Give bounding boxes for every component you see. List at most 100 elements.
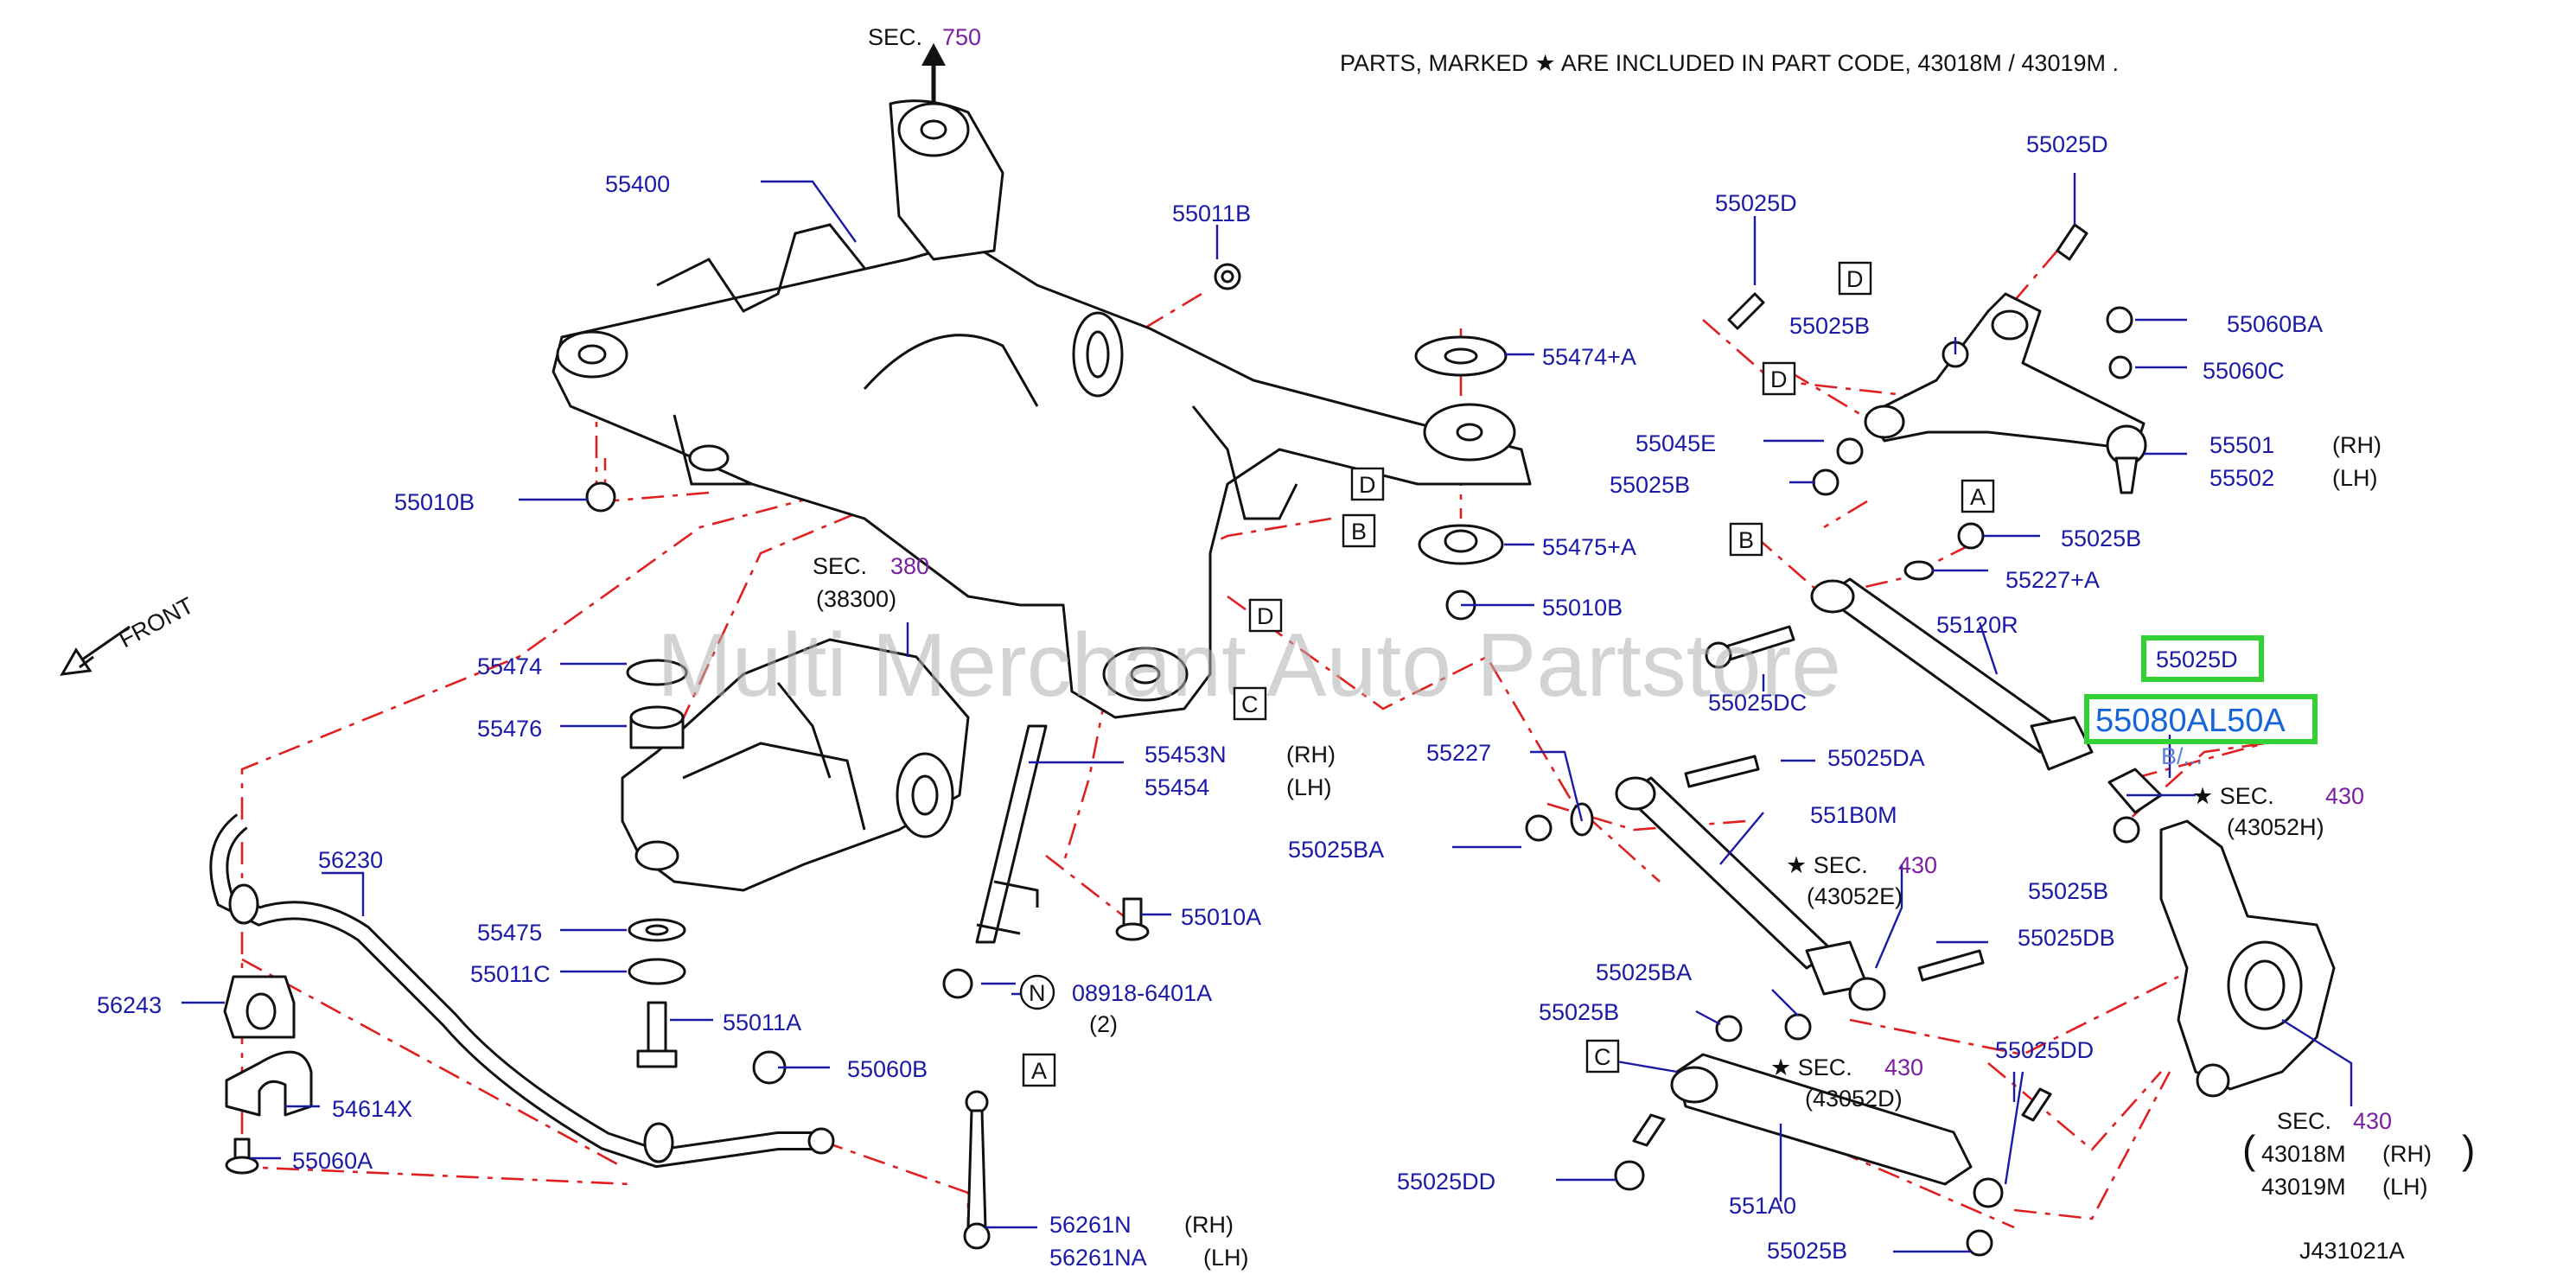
sec-750-prefix: SEC. (868, 24, 922, 50)
knuckle-right-paren: ) (2462, 1127, 2475, 1172)
part-54614X[interactable]: 54614X (332, 1096, 412, 1122)
callout-box-d-4: D (1762, 361, 1796, 396)
svg-text:55025D: 55025D (2156, 647, 2238, 672)
svg-text:D: D (1359, 472, 1376, 498)
part-55011A[interactable]: 55011A (723, 1010, 801, 1035)
callout-box-c-1: C (1233, 686, 1267, 721)
sec-430-d-number[interactable]: 430 (1884, 1054, 1923, 1080)
hardware-drawing (585, 263, 1508, 1085)
part-55227[interactable]: 55227 (1426, 740, 1491, 766)
part-55025DD-left[interactable]: 55025DD (1397, 1169, 1495, 1195)
sec-750-number[interactable]: 750 (942, 24, 981, 50)
part-55025BA-right[interactable]: 55025BA (1596, 959, 1692, 985)
highlight-under-text: B/... (2161, 743, 2203, 769)
sec-430-h-sub: (43052H) (2227, 814, 2324, 840)
part-55120R[interactable]: 55120R (1936, 612, 2018, 638)
part-55025DD-right[interactable]: 55025DD (1995, 1037, 2094, 1063)
part-55025B-bottom-left[interactable]: 55025B (1539, 999, 1619, 1025)
highlight-55080AL50A[interactable]: 55080AL50A (2084, 694, 2318, 744)
link-rod-drawing (975, 724, 1048, 944)
part-55025DC[interactable]: 55025DC (1708, 690, 1807, 716)
part-55025B-mid[interactable]: 55025B (1610, 472, 1690, 498)
part-55010B-right[interactable]: 55010B (1542, 595, 1623, 621)
part-56261N[interactable]: 56261N (1049, 1212, 1132, 1238)
sec-430-e-prefix: ★ SEC. (1786, 852, 1868, 878)
rh-label-55501: (RH) (2332, 432, 2382, 458)
part-55502[interactable]: 55502 (2209, 465, 2274, 491)
part-55025DA[interactable]: 55025DA (1827, 745, 1925, 771)
part-55025DB[interactable]: 55025DB (2018, 925, 2115, 951)
part-55060C[interactable]: 55060C (2203, 358, 2285, 384)
differential-drawing (621, 638, 970, 892)
part-08918-6401A[interactable]: 08918-6401A (1072, 980, 1212, 1006)
sec-380-number[interactable]: 380 (890, 553, 929, 579)
knuckle-lh-code: 43019M (2261, 1174, 2346, 1200)
part-55045E[interactable]: 55045E (1636, 430, 1716, 456)
part-55060BA[interactable]: 55060BA (2227, 311, 2323, 337)
header-note: PARTS, MARKED ★ ARE INCLUDED IN PART COD… (1340, 50, 2119, 76)
subframe-55400-drawing (552, 99, 1532, 719)
part-55501[interactable]: 55501 (2209, 432, 2274, 458)
callout-box-d-1: D (1350, 467, 1385, 501)
part-55025B-bottom[interactable]: 55025B (1767, 1238, 1847, 1264)
part-55010B-left[interactable]: 55010B (394, 489, 475, 515)
upper-arm-drawing (1727, 223, 2147, 496)
highlight-55025D[interactable]: 55025D (2141, 635, 2264, 682)
sec-380-prefix: SEC. (813, 553, 867, 579)
sec-430-knuckle-prefix: SEC. (2277, 1108, 2331, 1134)
svg-text:D: D (1257, 603, 1274, 629)
part-56243[interactable]: 56243 (97, 992, 162, 1018)
part-55476[interactable]: 55476 (477, 716, 542, 742)
part-08918-qty: (2) (1089, 1011, 1118, 1037)
sec-430-e-number[interactable]: 430 (1898, 852, 1937, 878)
lh-label-56261NA: (LH) (1203, 1245, 1249, 1271)
part-55011B[interactable]: 55011B (1172, 201, 1251, 226)
part-55011C[interactable]: 55011C (470, 961, 551, 987)
sec-750-arrow (921, 43, 946, 104)
part-551B0M[interactable]: 551B0M (1810, 802, 1897, 828)
part-55227-plus-a[interactable]: 55227+A (2005, 567, 2100, 593)
callout-box-d-2: D (1248, 598, 1283, 633)
part-55010A[interactable]: 55010A (1181, 904, 1261, 930)
part-55400[interactable]: 55400 (605, 171, 670, 197)
sec-430-d-prefix: ★ SEC. (1770, 1054, 1852, 1080)
stabilizer-bar-drawing (209, 813, 835, 1169)
part-55025D-left[interactable]: 55025D (1715, 190, 1797, 216)
rh-label-55453N: (RH) (1286, 742, 1336, 768)
part-56261NA[interactable]: 56261NA (1049, 1245, 1147, 1271)
sec-430-h-number[interactable]: 430 (2325, 783, 2364, 809)
front-arrow (60, 625, 131, 676)
part-55474[interactable]: 55474 (477, 653, 542, 679)
lh-label-55502: (LH) (2332, 465, 2378, 491)
part-55454[interactable]: 55454 (1145, 774, 1209, 800)
svg-text:B: B (1351, 519, 1367, 545)
part-55025D-top[interactable]: 55025D (2026, 131, 2108, 157)
sec-380-sub: (38300) (816, 586, 896, 612)
knuckle-rh: (RH) (2382, 1141, 2432, 1167)
front-label: FRONT (115, 592, 198, 653)
part-55475-plus-a[interactable]: 55475+A (1542, 534, 1636, 560)
leader-lines (182, 173, 2353, 1253)
part-56230[interactable]: 56230 (318, 847, 383, 873)
part-551A0[interactable]: 551A0 (1729, 1193, 1796, 1219)
part-55025BA-left[interactable]: 55025BA (1288, 837, 1384, 863)
part-55060B[interactable]: 55060B (847, 1056, 928, 1082)
part-55474-plus-a[interactable]: 55474+A (1542, 344, 1636, 370)
part-55025B-lower[interactable]: 55025B (2028, 878, 2108, 904)
callout-box-a-2: A (1022, 1053, 1056, 1087)
sec-430-e-sub: (43052E) (1807, 883, 1903, 909)
knuckle-lh: (LH) (2382, 1174, 2428, 1200)
part-55453N[interactable]: 55453N (1145, 742, 1227, 768)
sec-430-knuckle-number[interactable]: 430 (2353, 1108, 2392, 1134)
arm-551B0M-drawing (1525, 755, 1985, 1041)
part-55025B-arm[interactable]: 55025B (2061, 526, 2141, 551)
svg-text:B: B (1738, 527, 1754, 553)
part-55025B-upper[interactable]: 55025B (1789, 313, 1870, 339)
part-55060A[interactable]: 55060A (292, 1148, 373, 1174)
part-55475[interactable]: 55475 (477, 920, 542, 946)
sec-430-h-prefix: ★ SEC. (2192, 783, 2274, 809)
knuckle-left-paren: ( (2242, 1127, 2256, 1172)
mount-stack-drawing (626, 659, 688, 1068)
